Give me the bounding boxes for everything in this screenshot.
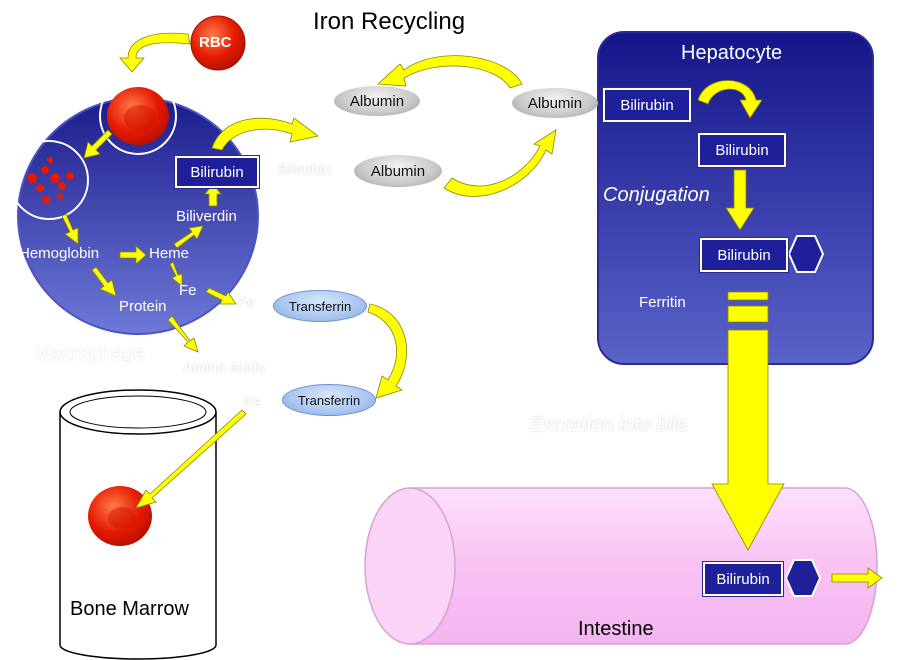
amino-acids-label: Amino acids — [183, 359, 265, 376]
yellow-arrows — [61, 32, 883, 589]
hepatocyte-bilirubin-2: Bilirubin — [698, 133, 786, 167]
albumin-right-pill: Albumin — [512, 88, 598, 118]
conjugation-label: Conjugation — [603, 184, 710, 206]
intestine-hexagon — [784, 559, 822, 597]
bone-marrow-label: Bone Marrow — [70, 598, 189, 620]
fragmented-rbc-ring — [9, 140, 89, 220]
macrophage-bilirubin-box: Bilirubin — [175, 156, 259, 188]
fe-label: Fe — [179, 282, 197, 299]
hepatocyte-title: Hepatocyte — [681, 42, 783, 64]
fe-top-label: Fe — [238, 294, 256, 311]
intestine-bilirubin-box: Bilirubin — [703, 562, 783, 596]
intestine-label: Intestine — [578, 618, 654, 640]
albumin-lower-pill: Albumin — [354, 155, 442, 187]
ferritin-label: Ferritin — [639, 294, 686, 311]
heme-label: Heme — [149, 245, 190, 262]
albumin-left-pill: Albumin — [334, 86, 420, 116]
protein-label: Protein — [119, 298, 167, 315]
engulfed-rbc-ring — [99, 77, 177, 155]
rbc-label: RBC — [199, 34, 232, 51]
rbc-fragments — [27, 157, 74, 204]
transferrin-bottom-pill: Transferrin — [282, 384, 376, 416]
intestine-end — [364, 487, 456, 645]
rbc-cell — [190, 15, 246, 71]
transferrin-top-pill: Transferrin — [273, 290, 367, 322]
bilirubin-ghost-label: Bilirubin — [278, 161, 332, 178]
hepatocyte-bilirubin-3: Bilirubin — [700, 238, 788, 272]
bone-marrow-top — [59, 389, 217, 435]
hepatocyte-bilirubin-1: Bilirubin — [603, 88, 691, 122]
diagram-title: Iron Recycling — [313, 8, 466, 35]
biliverdin-label: Biliverdin — [176, 208, 237, 225]
conjugate-hexagon — [787, 235, 825, 273]
macrophage-label: Macrophage — [34, 343, 146, 365]
hemoglobin-label: Hemoglobin — [19, 245, 100, 262]
excretion-label: Excretion into bile — [530, 414, 688, 436]
fe-bottom-label: Fe — [244, 394, 262, 411]
